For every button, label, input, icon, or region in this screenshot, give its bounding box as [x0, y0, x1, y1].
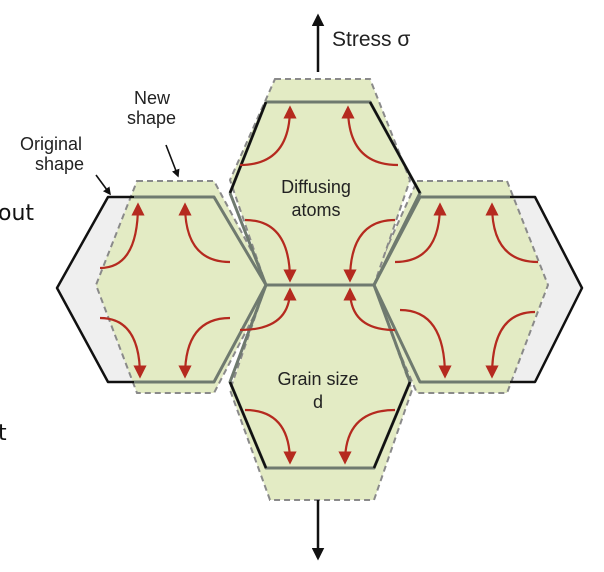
- diffusion-arrow: [341, 105, 399, 167]
- boundary-left-grain: [134, 195, 268, 384]
- diffusion-arrow: [239, 287, 297, 332]
- stress-label: Stress σ: [332, 28, 410, 51]
- original-region-right: [510, 197, 582, 382]
- new-shape-grains: [94, 78, 550, 501]
- grain-size-label-line1: Grain size: [277, 369, 358, 389]
- new-shape-label-line1: New: [134, 88, 171, 108]
- grain-bottom: [228, 284, 414, 501]
- diffusion-arrow: [399, 308, 452, 379]
- diffusion-arrow: [343, 218, 396, 283]
- diffusion-arrow: [485, 202, 539, 264]
- diffusing-atoms-label-line1: Diffusing: [281, 177, 351, 197]
- grain-size-label-line2: d: [313, 392, 323, 412]
- diffusion-arrow: [178, 202, 231, 264]
- diffusion-arrow: [99, 316, 147, 379]
- new-shape-label-line2: shape: [127, 108, 176, 128]
- original-outline-right: [510, 195, 584, 384]
- edge-text-out: out: [0, 201, 34, 226]
- original-outline-top-right: [368, 101, 422, 194]
- diffusion-arrow: [394, 202, 447, 264]
- diffusion-arrow: [244, 408, 297, 465]
- original-outline-left: [55, 195, 134, 384]
- diffusion-arrows: [99, 105, 539, 465]
- diffusion-arrow: [99, 202, 145, 270]
- original-shape-label-line2: shape: [35, 154, 84, 174]
- original-outline-bottom-left: [228, 381, 268, 469]
- diffusing-atoms-label-line2: atoms: [291, 200, 340, 220]
- diffusion-arrow: [239, 105, 297, 167]
- original-shape-outline: [55, 101, 584, 469]
- diffusion-arrow: [343, 287, 396, 332]
- original-shape-pointer: [95, 174, 111, 196]
- original-outline-bottom-right: [372, 381, 412, 469]
- new-shape-pointer: [165, 144, 180, 178]
- diffusion-arrow: [338, 408, 396, 465]
- boundary-bottom-grain: [228, 284, 412, 470]
- boundary-right-grain: [372, 195, 510, 384]
- diffusion-arrow: [178, 316, 231, 379]
- diffusion-arrow: [244, 218, 297, 283]
- edge-text-t: t: [0, 421, 7, 446]
- diffusion-arrow: [485, 310, 536, 379]
- original-shape-label-line1: Original: [20, 134, 82, 154]
- grain-left: [94, 180, 272, 394]
- label-pointers: [95, 144, 180, 196]
- original-outline-top-left: [228, 101, 268, 194]
